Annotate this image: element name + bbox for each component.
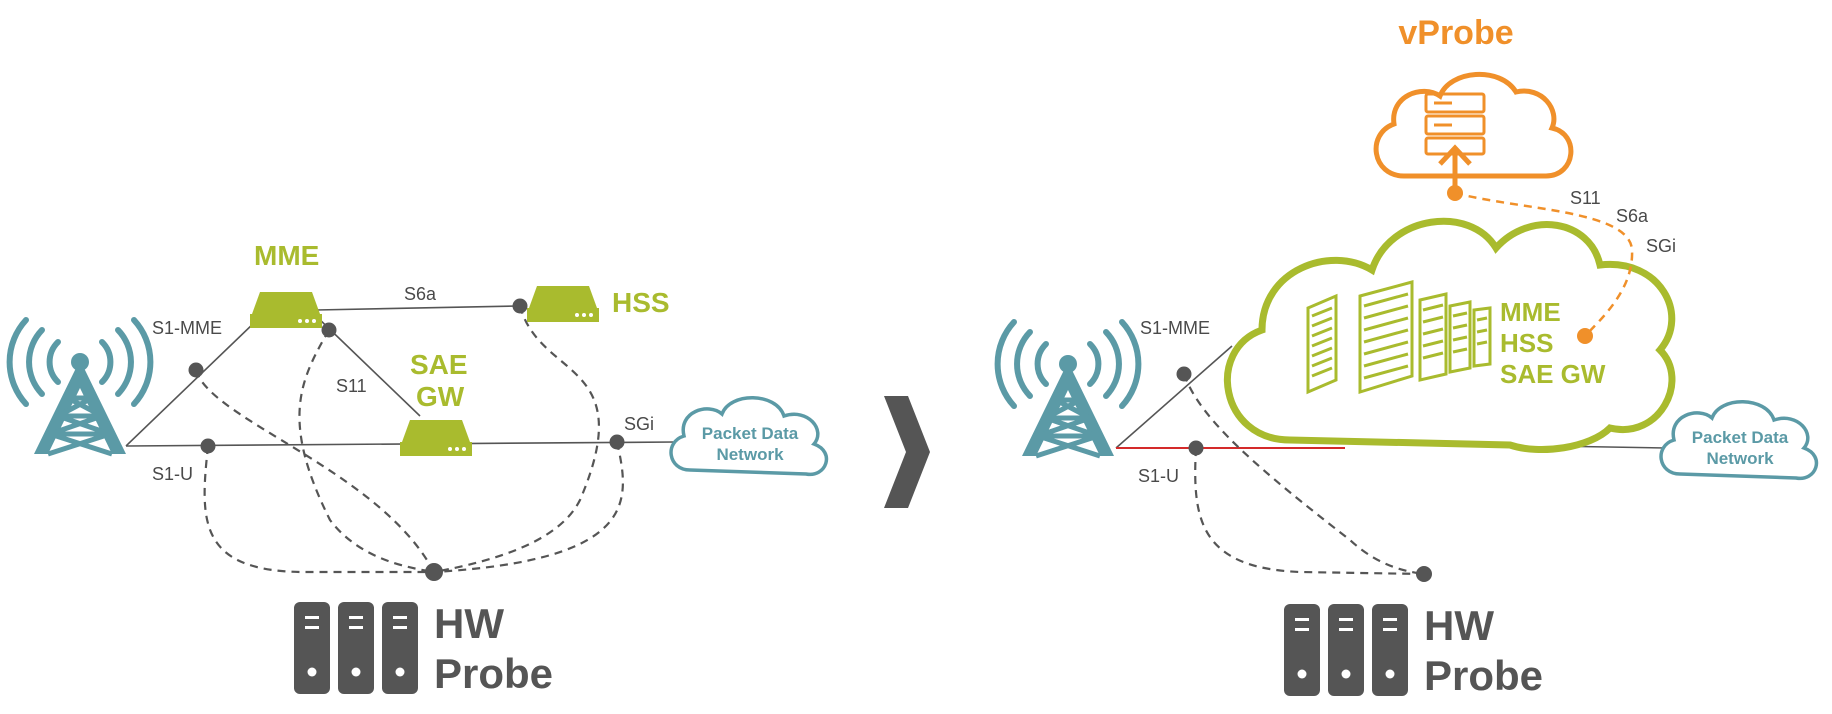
s1-u-label: S1-U — [1138, 466, 1179, 486]
hw-probe-label-line1: HW — [434, 600, 504, 647]
s1-mme-link — [1115, 345, 1233, 449]
tap-point — [512, 298, 528, 314]
probe-junction — [1416, 566, 1432, 582]
tap-s1-mme — [194, 369, 435, 573]
data-center-icon — [1306, 280, 1492, 395]
vprobe-cloud — [1373, 71, 1574, 179]
s6a-label: S6a — [404, 284, 437, 304]
hw-probe-label-line2: Probe — [1424, 652, 1543, 699]
s6a-link — [315, 305, 519, 311]
sae-label-line2: GW — [416, 381, 465, 412]
probe-junction — [425, 563, 443, 581]
server-icon — [382, 602, 418, 694]
s1-mme-label: S1-MME — [152, 318, 222, 338]
pdn-label-line2: Network — [1706, 449, 1774, 468]
tap-point — [1188, 440, 1204, 456]
tap-point — [321, 322, 337, 338]
hw-probe-label-line2: Probe — [434, 650, 553, 697]
pdn-label-line1: Packet Data — [702, 424, 799, 443]
s1-mme-label: S1-MME — [1140, 318, 1210, 338]
vprobe-s11-label: S11 — [1570, 188, 1601, 208]
core-label-sae-gw: SAE GW — [1500, 359, 1606, 389]
pdn-label-line2: Network — [716, 445, 784, 464]
mme-label: MME — [254, 240, 319, 271]
s1-mme-link — [125, 321, 256, 447]
pdn-label-line1: Packet Data — [1692, 428, 1789, 447]
left-diagram: MME HSS SAE GW S1-MME S6a S11 SGi S1-U P… — [10, 240, 829, 697]
hw-probe-label-line1: HW — [1424, 602, 1494, 649]
core-label-hss: HSS — [1500, 328, 1553, 358]
sgi-label: SGi — [624, 414, 654, 434]
tap-point — [200, 438, 216, 454]
virtual-server-icon — [1424, 92, 1486, 192]
packet-data-network-cloud — [669, 396, 829, 477]
server-icon — [1328, 604, 1364, 696]
vprobe-label: vProbe — [1398, 14, 1513, 52]
chevron-right-icon — [884, 396, 930, 508]
tap-s1-u — [1194, 447, 1425, 576]
vprobe-tap-link — [1454, 191, 1634, 337]
server-icon — [1284, 604, 1320, 696]
s1-u-label: S1-U — [152, 464, 193, 484]
cell-tower-icon — [998, 322, 1139, 456]
core-label-mme: MME — [1500, 297, 1561, 327]
server-icon — [1372, 604, 1408, 696]
server-icon — [294, 602, 330, 694]
tap-point — [609, 434, 625, 450]
vprobe-sgi-label: SGi — [1646, 236, 1676, 256]
sae-gw-switch-icon — [400, 420, 472, 456]
tap-sgi — [433, 441, 624, 574]
vprobe-s6a-label: S6a — [1616, 206, 1649, 226]
vprobe-tap-point — [1577, 328, 1593, 344]
hss-switch-icon — [527, 286, 599, 322]
mme-switch-icon — [250, 292, 322, 328]
sae-label-line1: SAE — [410, 349, 468, 380]
tap-point — [1176, 366, 1192, 382]
hss-label: HSS — [612, 287, 670, 318]
cell-tower-icon — [10, 320, 151, 454]
tap-s11 — [298, 329, 435, 574]
right-diagram: MME HSS SAE GW vProbe S11 S6a SGi S1-MME… — [998, 14, 1819, 699]
packet-data-network-cloud — [1659, 400, 1819, 481]
s11-label: S11 — [336, 376, 367, 396]
server-icon — [338, 602, 374, 694]
tap-s1-mme — [1182, 373, 1425, 576]
tap-point — [188, 362, 204, 378]
tap-s1-u — [203, 445, 434, 574]
